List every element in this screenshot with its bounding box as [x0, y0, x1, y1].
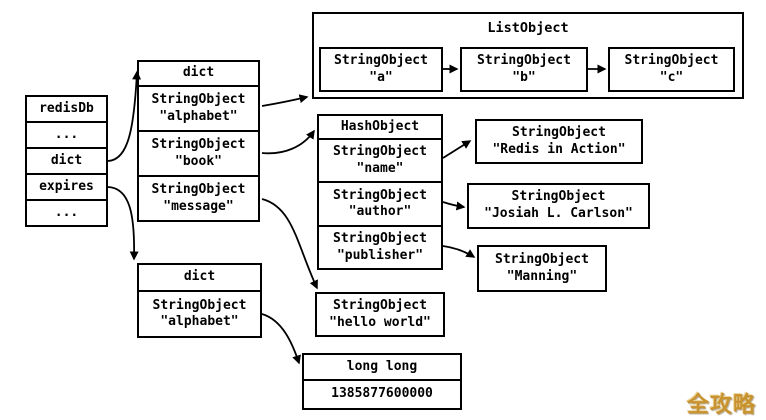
- object-value: "book": [175, 153, 222, 169]
- object-value: "a": [369, 69, 393, 85]
- hash-field-author: StringObject "author": [319, 183, 441, 227]
- value-josiah-carlson: StringObject "Josiah L. Carlson": [467, 183, 650, 229]
- hash-field-publisher: StringObject "publisher": [319, 227, 441, 268]
- redisdb-expires-row: expires: [27, 175, 106, 201]
- object-value: "alphabet": [159, 108, 238, 124]
- dict1-key-book: StringObject "book": [139, 132, 258, 177]
- longlong-header: long long: [304, 355, 460, 381]
- dict1-box: dict StringObject "alphabet" StringObjec…: [137, 60, 260, 222]
- object-type: StringObject: [333, 144, 427, 160]
- dict2-box: dict StringObject "alphabet": [137, 263, 262, 338]
- object-type: StringObject: [151, 182, 246, 198]
- hashobject-box: HashObject StringObject "name" StringObj…: [317, 114, 443, 270]
- arrow-dict-to-dict1: [107, 70, 142, 162]
- arrow-message-to-helloworld: [261, 198, 318, 290]
- dict2-key-alphabet: StringObject "alphabet": [139, 292, 260, 336]
- object-type: StringObject: [152, 297, 247, 313]
- object-value: "c": [659, 69, 684, 85]
- object-value: "Redis in Action": [492, 141, 626, 157]
- object-type: StringObject: [512, 124, 606, 140]
- watermark-text: 全攻略: [686, 393, 756, 418]
- object-type: StringObject: [333, 187, 427, 203]
- object-value: "alphabet": [160, 314, 239, 329]
- redisdb-dict-row: dict: [27, 149, 106, 175]
- redisdb-title-row: redisDb: [27, 97, 106, 123]
- object-value: "publisher": [336, 247, 424, 263]
- value-redis-in-action: StringObject "Redis in Action": [475, 119, 643, 164]
- dict1-header: dict: [139, 62, 258, 87]
- object-type: StringObject: [151, 92, 246, 108]
- object-type: StringObject: [495, 251, 589, 267]
- redisdb-box: redisDb ... dict expires ...: [25, 95, 108, 227]
- object-type: StringObject: [624, 52, 719, 68]
- listobject-title: ListObject: [487, 20, 569, 36]
- object-value: "message": [163, 198, 234, 214]
- arrow-name-to-value: [442, 140, 472, 159]
- object-value: "hello world": [329, 314, 431, 330]
- dict1-key-message: StringObject "message": [139, 177, 258, 220]
- value-hello-world: StringObject "hello world": [315, 292, 445, 337]
- object-value: "name": [356, 160, 404, 176]
- arrow-expires-to-dict2: [107, 186, 139, 261]
- longlong-box: long long 1385877600000: [302, 353, 462, 410]
- object-type: StringObject: [333, 231, 427, 247]
- arrow-publisher-to-value: [442, 245, 476, 258]
- longlong-value: 1385877600000: [331, 386, 433, 402]
- arrow-alphabet2-to-longlong: [261, 313, 301, 365]
- arrow-alphabet-to-listobject: [261, 94, 309, 107]
- listobject-item-c: StringObject "c": [608, 47, 735, 92]
- redisdb-ellipsis-row: ...: [27, 123, 106, 149]
- object-type: StringObject: [151, 137, 246, 153]
- hashobject-header: HashObject: [319, 116, 441, 140]
- dict2-header: dict: [139, 265, 260, 292]
- object-type: StringObject: [334, 52, 428, 68]
- hash-field-name: StringObject "name": [319, 140, 441, 183]
- object-type: StringObject: [333, 297, 427, 313]
- object-type: StringObject: [511, 189, 606, 205]
- value-manning: StringObject "Manning": [477, 245, 607, 292]
- listobject-item-b: StringObject "b": [460, 47, 588, 92]
- dict1-key-alphabet: StringObject "alphabet": [139, 87, 258, 132]
- object-value: "author": [348, 204, 412, 219]
- object-value: "Manning": [506, 268, 578, 284]
- redisdb-ellipsis2-row: ...: [54, 204, 79, 220]
- arrow-book-to-hashobject: [261, 129, 315, 155]
- object-value: "b": [512, 69, 536, 85]
- listobject-item-a: StringObject "a": [319, 47, 443, 92]
- arrow-author-to-value: [442, 201, 466, 211]
- object-value: "Josiah L. Carlson": [484, 206, 633, 221]
- object-type: StringObject: [477, 52, 571, 68]
